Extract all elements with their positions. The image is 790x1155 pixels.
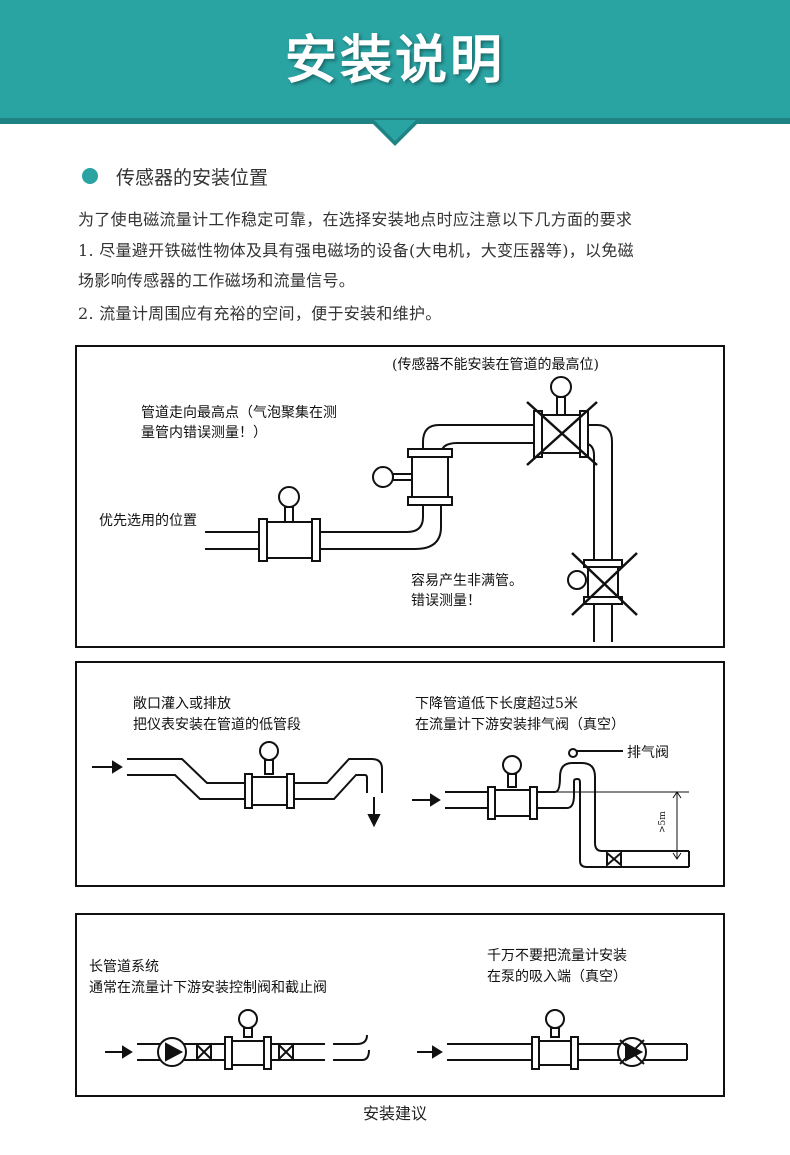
figure-caption: 安装建议	[362, 1104, 427, 1123]
label-highest-point-1: 管道走向最高点（气泡聚集在测	[141, 404, 337, 421]
diagram-long-pipe-svg: 长管道系统 通常在流量计下游安装控制阀和截止阀 千万不要把流量计安装 在泵的吸入…	[89, 948, 688, 1070]
label-open-discharge: 敞口灌入或排放	[133, 696, 231, 712]
label-control-valve: 通常在流量计下游安装控制阀和截止阀	[89, 980, 327, 996]
page-title: 安装说明	[284, 31, 505, 91]
label-not-highest: (传感器不能安装在管道的最高位)	[392, 356, 599, 373]
requirement-1-line-2: 场影响传感器的工作磁场和流量信号。	[78, 271, 356, 290]
intro-text: 为了使电磁流量计工作稳定可靠，在选择安装地点时应注意以下几方面的要求	[78, 210, 633, 229]
label-partial-pipe-1: 容易产生非满管。	[411, 572, 523, 589]
label-long-pipe: 长管道系统	[89, 959, 159, 975]
label-vent-valve: 排气阀	[627, 745, 669, 761]
section-title: 传感器的安装位置	[116, 167, 269, 189]
header-notch-inner	[374, 120, 416, 141]
diagram-open-discharge-svg: 敞口灌入或排放 把仪表安装在管道的低管段 下降管道低下长度超过5米 在流量计下游…	[92, 696, 690, 868]
diagram-panel-position: (传感器不能安装在管道的最高位) 管道走向最高点（气泡聚集在测 量管内错误测量！…	[75, 345, 725, 648]
label-partial-pipe-2: 错误测量！	[411, 593, 481, 609]
header-banner	[0, 0, 790, 122]
label-drop-pipe: 下降管道低下长度超过5米	[415, 696, 578, 712]
diagram-panel-long-pipe: 长管道系统 通常在流量计下游安装控制阀和截止阀 千万不要把流量计安装 在泵的吸入…	[75, 913, 725, 1097]
label-height: >5m	[658, 811, 668, 833]
label-vent-valve-advice: 在流量计下游安装排气阀（真空）	[415, 717, 625, 733]
label-highest-point-2: 量管内错误测量！）	[141, 425, 267, 441]
diagram-position-svg: (传感器不能安装在管道的最高位) 管道走向最高点（气泡聚集在测 量管内错误测量！…	[99, 356, 638, 642]
requirement-2: 2. 流量计周围应有充裕的空间，便于安装和维护。	[78, 304, 442, 323]
requirement-1-line-1: 1. 尽量避开铁磁性物体及具有强电磁场的设备(大电机，大变压器等)，以免磁	[78, 241, 634, 260]
label-preferred-position: 优先选用的位置	[99, 513, 197, 529]
diagram-panel-open-discharge: 敞口灌入或排放 把仪表安装在管道的低管段 下降管道低下长度超过5米 在流量计下游…	[75, 661, 725, 887]
bullet-dot-icon	[82, 168, 98, 184]
label-never-install: 千万不要把流量计安装	[487, 948, 627, 964]
label-low-section: 把仪表安装在管道的低管段	[133, 717, 301, 733]
label-pump-suction: 在泵的吸入端（真空）	[487, 969, 627, 985]
